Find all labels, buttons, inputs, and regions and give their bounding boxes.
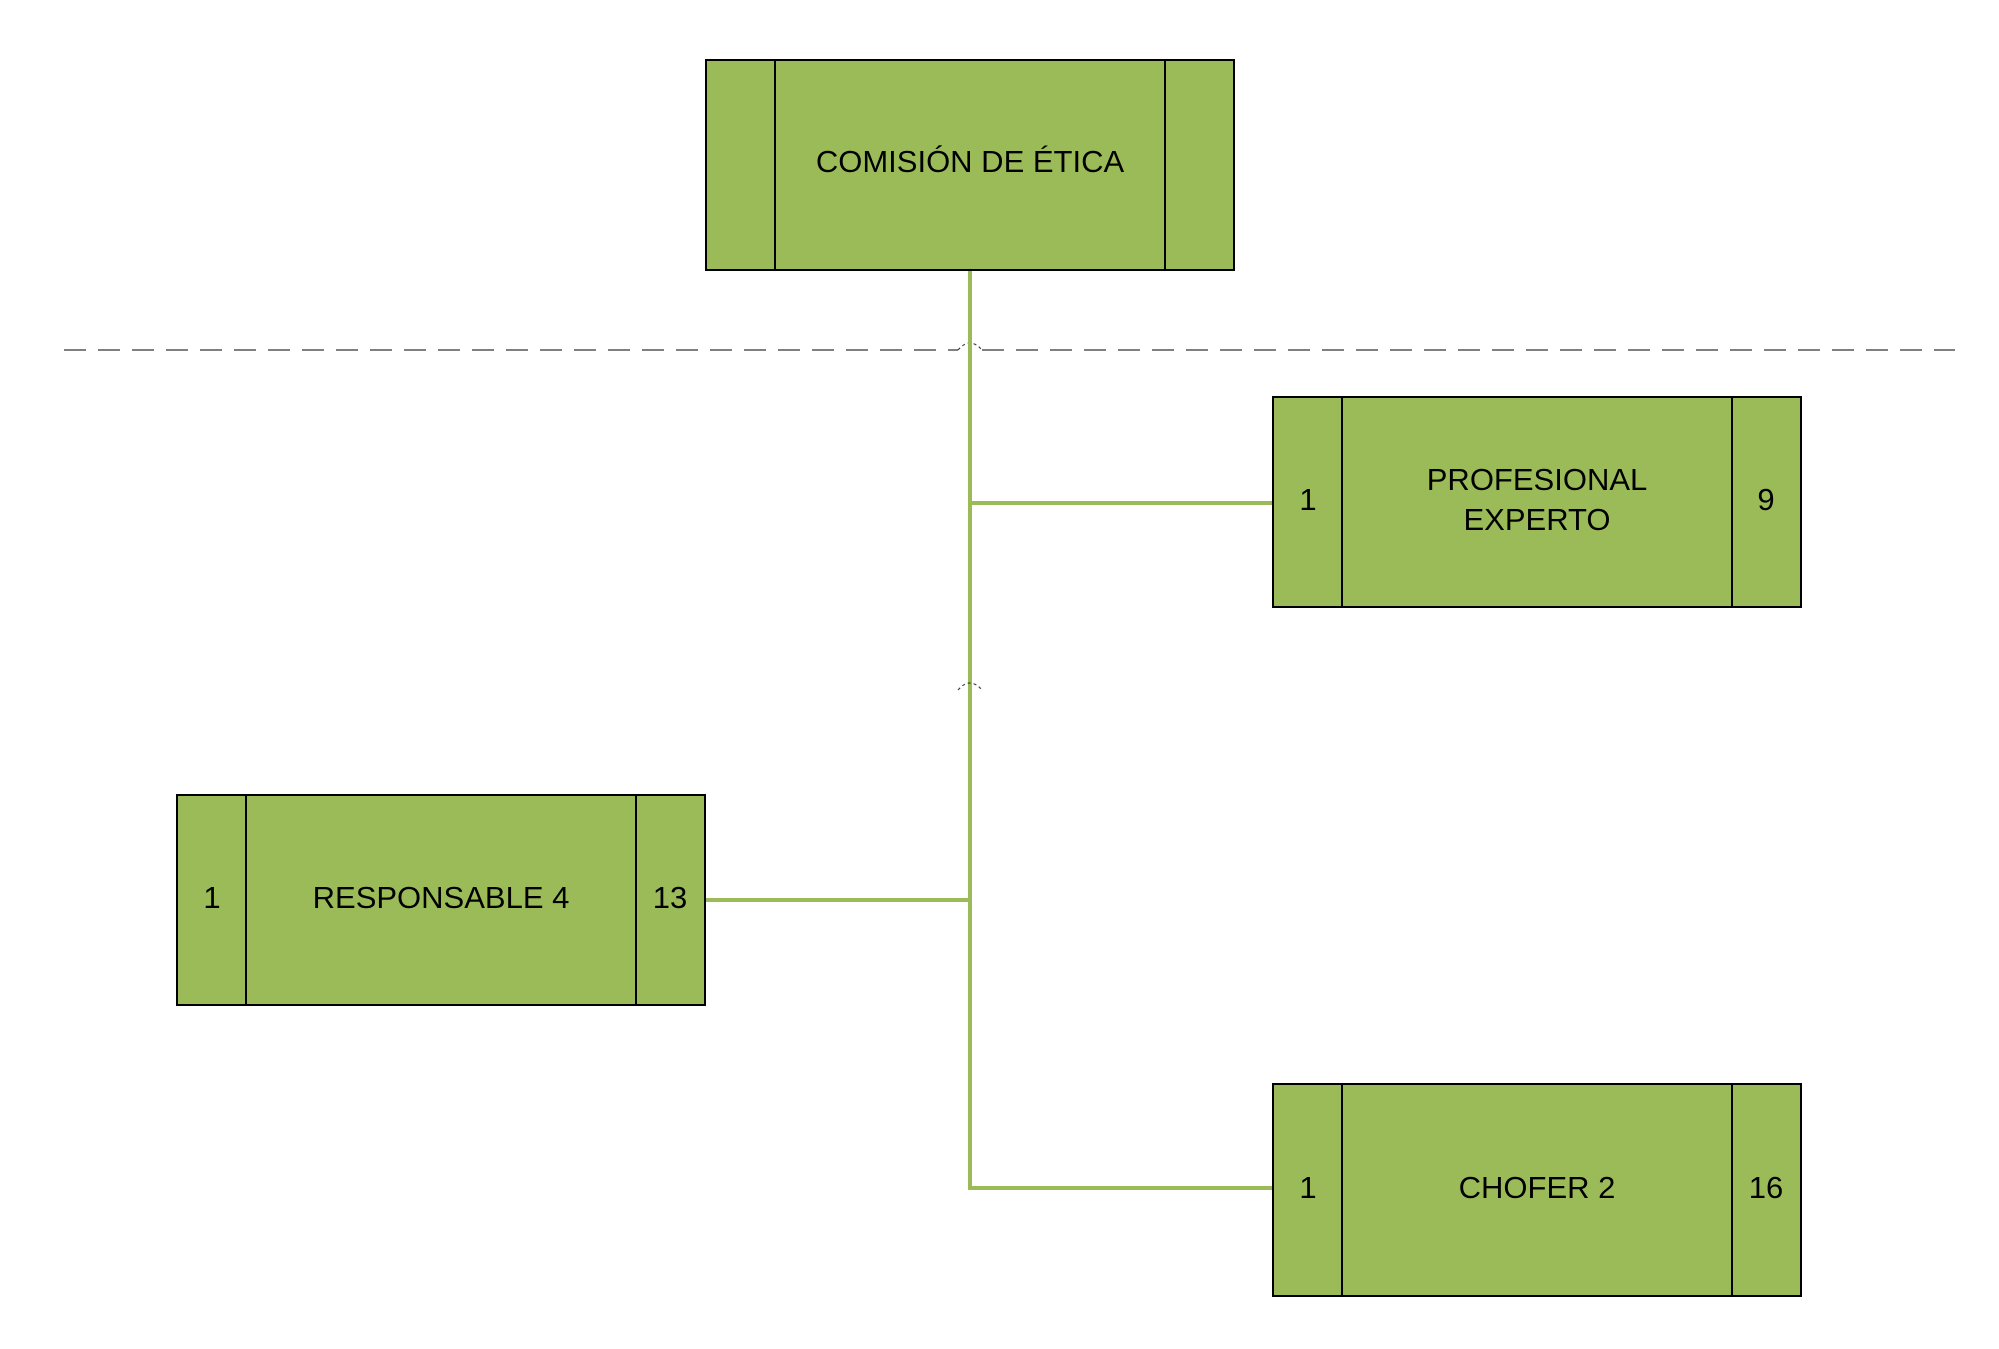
- node-box: [176, 794, 706, 1006]
- node-right-number: 16: [1749, 1170, 1783, 1205]
- line-hop-marker-lower: [957, 682, 983, 691]
- node-chofer-2[interactable]: 1 CHOFER 2 16: [1272, 1083, 1802, 1297]
- node-title: CHOFER 2: [1459, 1170, 1616, 1205]
- node-box: [1272, 396, 1802, 608]
- node-right-number: 13: [653, 880, 687, 915]
- node-box: [1272, 1083, 1802, 1297]
- node-title: COMISIÓN DE ÉTICA: [816, 144, 1125, 179]
- dashed-separator: [64, 342, 1955, 351]
- connectors: [705, 270, 1273, 1190]
- node-responsable-4[interactable]: 1 RESPONSABLE 4 13: [176, 794, 706, 1006]
- node-left-number: 1: [1299, 482, 1316, 517]
- node-box: [705, 59, 1235, 271]
- node-left-number: 1: [203, 880, 220, 915]
- node-title-line-2: EXPERTO: [1463, 502, 1610, 537]
- node-title-line-1: PROFESIONAL: [1427, 462, 1648, 497]
- node-profesional-experto[interactable]: 1 PROFESIONAL EXPERTO 9: [1272, 396, 1802, 608]
- node-left-number: 1: [1299, 1170, 1316, 1205]
- node-right-number: 9: [1757, 482, 1774, 517]
- node-comision-de-etica[interactable]: COMISIÓN DE ÉTICA: [705, 59, 1235, 271]
- node-title: RESPONSABLE 4: [313, 880, 570, 915]
